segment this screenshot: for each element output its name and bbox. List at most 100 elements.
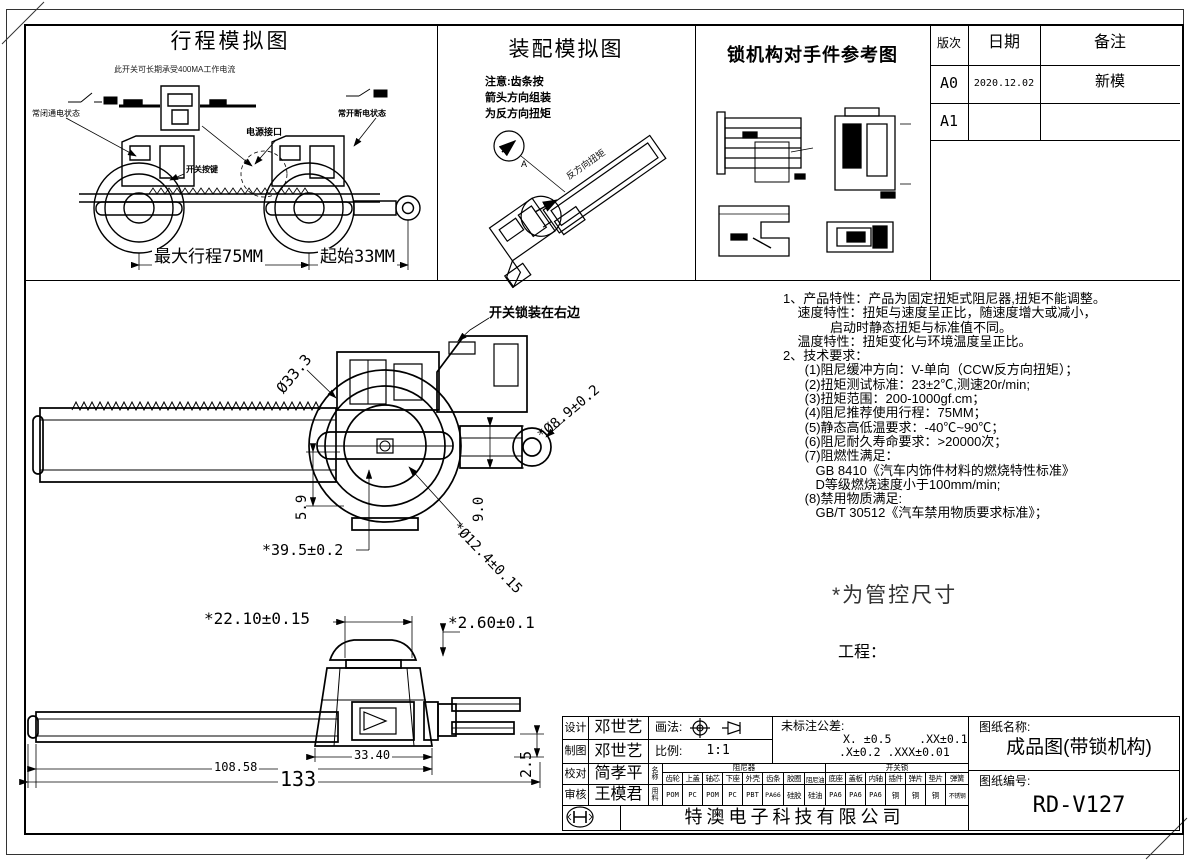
- panel-lock-ref-title: 锁机构对手件参考图: [727, 45, 898, 65]
- part-name: 弹簧: [950, 774, 965, 783]
- note-line: (6)阻尼耐久寿命要求：>20000次；: [783, 433, 1008, 449]
- rev-line-v2: [1040, 24, 1041, 140]
- panel-divider-3: [930, 24, 931, 280]
- note-line: 温度特性：扭矩变化与环境温度呈正比。: [783, 333, 1032, 349]
- part-material-cell: PA6: [825, 784, 846, 806]
- revision-table: 版次 日期 备注 A0 2020.12.02 新模 A1: [930, 24, 1180, 280]
- drafter-name-cell: 邓世艺: [588, 739, 649, 764]
- note-line: (2)扭矩测试标准：23±2℃,测速20r/min;: [783, 376, 1030, 392]
- controlled-dimension-note: *为管控尺寸: [832, 584, 958, 607]
- designer-name: 邓世艺: [594, 719, 643, 737]
- side-view-dims: [19, 616, 544, 788]
- dim-start-travel: 起始33MM: [318, 247, 397, 267]
- label-switch-button: 开关按键: [186, 165, 218, 174]
- part-material: PA6: [869, 791, 882, 799]
- dim-cap-thickness: *2.60±0.1: [448, 613, 535, 632]
- parts-material-header: 用料: [651, 788, 659, 802]
- rev-header-date: 日期: [987, 34, 1020, 51]
- part-material: PBT: [746, 791, 759, 799]
- part-name: 齿轮: [665, 774, 681, 783]
- rev-header-version: 版次: [936, 36, 961, 50]
- designer-label-cell: 设计: [562, 716, 589, 740]
- part-material-cell: POM: [702, 784, 723, 806]
- part-material: POM: [666, 791, 679, 799]
- part-material: PC: [728, 791, 737, 799]
- lock-ref-drawing: [695, 24, 930, 280]
- part-material-cell: PC: [722, 784, 743, 806]
- panel-lock-ref: 锁机构对手件参考图: [695, 24, 930, 280]
- part-name: 胶圈: [787, 774, 802, 783]
- dim-max-travel: 最大行程75MM: [152, 247, 265, 267]
- part-material: PC: [688, 791, 697, 799]
- part-material: PA66: [765, 791, 781, 799]
- note-line: (7)阻燃性满足：: [783, 448, 899, 464]
- note-line: 启动时静态扭矩与标准值不同。: [783, 319, 1012, 335]
- parts-material-header-cell: 用料: [648, 784, 663, 806]
- note-line: (3)扭矩范围：200-1000gf.cm；: [783, 391, 986, 407]
- designer-name-cell: 邓世艺: [588, 716, 649, 740]
- dim-arm-height: 9.0: [471, 496, 487, 522]
- part-material-cell: 铜: [905, 784, 926, 806]
- part-name: 轴芯: [705, 774, 721, 783]
- part-name: 弹片: [908, 774, 924, 783]
- dim-prong-offset: 2.5: [517, 750, 535, 778]
- project-label: 工程：: [838, 644, 887, 661]
- parts-name-header-cell: 名称: [648, 763, 663, 785]
- dim-slot-height: 5.9: [294, 494, 310, 520]
- part-material-cell: PA6: [865, 784, 886, 806]
- note-line: (1)阻尼缓冲方向：V-单向（CCW反方向扭矩）；: [783, 362, 1079, 378]
- part-material: 硅油: [808, 790, 823, 800]
- panel-assembly-note-2: 箭头方向组装: [485, 92, 551, 104]
- note-line: D等级燃烧速度小于100mm/min;: [783, 476, 1001, 492]
- approver-name: 王模君: [594, 786, 643, 804]
- panel-divider-1: [437, 24, 438, 280]
- scale-label: 比例:: [655, 743, 683, 758]
- approver-name-cell: 王模君: [588, 784, 649, 806]
- checker-name-cell: 简孝平: [588, 763, 649, 785]
- plan-view: [33, 336, 551, 530]
- note-line: 速度特性：扭矩与速度呈正比，随速度增大或减小，: [783, 305, 1097, 321]
- rev-row0-note: 新模: [1094, 73, 1125, 90]
- technical-notes: 1、产品特性：产品为固定扭矩式阻尼器,扭矩不能调整。 速度特性：扭矩与速度呈正比…: [783, 291, 1178, 521]
- panel-travel-note: 此开关可长期承受400MA工作电流: [114, 65, 236, 74]
- panel-assembly: 装配模拟图 注意:齿条按 箭头方向组装 为反方向扭矩: [437, 24, 695, 280]
- panel-assembly-note-1: 注意:齿条按: [485, 76, 544, 88]
- rev-header-note: 备注: [1093, 34, 1126, 51]
- note-line: 2、技术要求：: [783, 348, 869, 364]
- checker-label-cell: 校对: [562, 763, 589, 785]
- part-material: 铜: [911, 790, 920, 800]
- damper-group-title: 阻尼器: [732, 763, 756, 772]
- tolerance-title: 未标注公差:: [781, 719, 845, 733]
- rev-row0-date: 2020.12.02: [973, 78, 1035, 89]
- panel-assembly-note-3: 为反方向扭矩: [485, 108, 551, 120]
- company-name-cell: 特澳电子科技有限公司: [620, 805, 969, 831]
- part-material-cell: PA66: [762, 784, 784, 806]
- part-name: 底座: [828, 774, 844, 783]
- part-material: 不锈钢: [948, 793, 966, 800]
- travel-drawing: [24, 24, 437, 280]
- note-line: GB 8410《汽车内饰件材料的燃烧特性标准》: [783, 462, 1075, 478]
- designer-label: 设计: [564, 721, 587, 734]
- dim-rack-length: 108.58: [212, 760, 260, 775]
- rev-line-h1: [930, 65, 1180, 66]
- drafter-name: 邓世艺: [594, 742, 643, 760]
- part-material: PA6: [829, 791, 842, 799]
- part-material-cell: PC: [682, 784, 703, 806]
- part-material: 铜: [891, 790, 900, 800]
- lock-group-title: 开关锁: [885, 763, 909, 772]
- part-material-cell: 铜: [925, 784, 946, 806]
- checker-label: 校对: [564, 767, 587, 780]
- company-logo-icon: [563, 806, 597, 828]
- label-normally-closed: 常闭通电状态: [32, 109, 80, 118]
- part-material-cell: 硅胶: [783, 784, 805, 806]
- part-material-cell: 硅油: [804, 784, 826, 806]
- part-name: 外壳: [745, 774, 761, 783]
- note-line: GB/T 30512《汽车禁用物质要求标准》；: [783, 505, 1048, 521]
- drawing-name-label: 图纸名称:: [979, 720, 1031, 734]
- assembly-drawing: [437, 24, 695, 280]
- dim-body-width: 33.40: [352, 748, 393, 763]
- drafter-label: 制图: [564, 745, 587, 758]
- dim-cap-width: *22.10±0.15: [204, 609, 310, 628]
- tolerance-line-1: X. ±0.5 .XX±0.1: [843, 732, 968, 747]
- part-material: 铜: [931, 790, 940, 800]
